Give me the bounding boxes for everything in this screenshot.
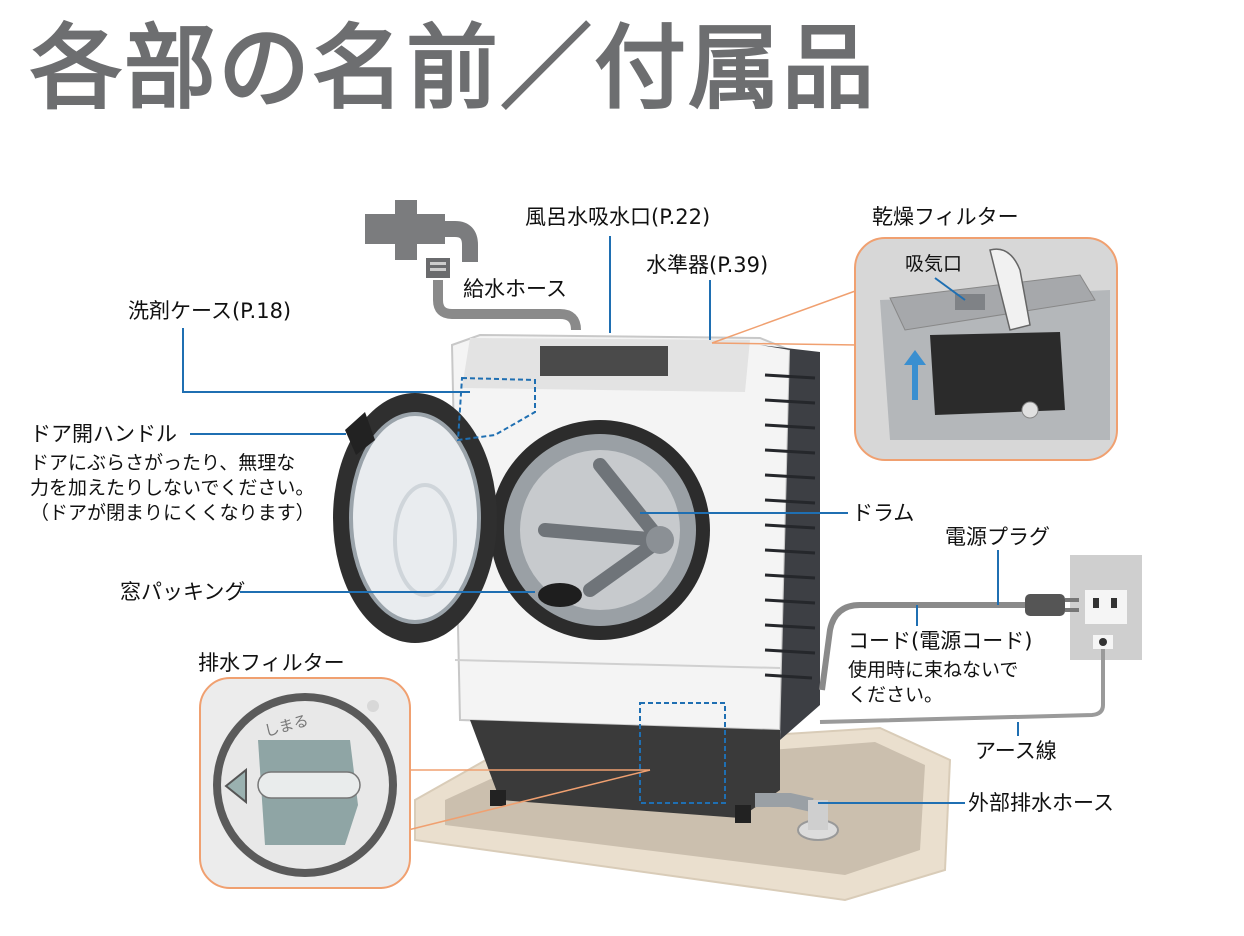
door-note-line2: 力を加えたりしないでください。 xyxy=(30,477,315,499)
leader-lines xyxy=(182,236,1019,804)
label-dryer-filter: 乾燥フィルター xyxy=(872,205,1019,229)
intake-label: 吸気口 xyxy=(905,253,962,275)
label-drain-filter: 排水フィルター xyxy=(198,651,345,675)
label-drum: ドラム xyxy=(852,501,915,525)
door-note-line1: ドアにぶらさがったり、無理な xyxy=(30,452,296,474)
door xyxy=(333,393,497,643)
drum xyxy=(490,420,710,640)
power-plug-icon xyxy=(1025,594,1079,616)
faucet-icon xyxy=(365,200,478,278)
label-bath-water-intake: 風呂水吸水口(P.22) xyxy=(525,205,711,229)
cord-note-line2: ください。 xyxy=(848,684,944,706)
label-level-gauge: 水準器(P.39) xyxy=(646,253,769,277)
label-water-supply-hose: 給水ホース xyxy=(463,277,567,301)
door-handle xyxy=(345,412,375,455)
power-cord xyxy=(819,602,1025,691)
label-external-drain-hose: 外部排水ホース xyxy=(968,791,1114,815)
drain-hose xyxy=(755,793,839,841)
cord-note-line1: 使用時に束ねないで xyxy=(848,659,1019,681)
power-outlet xyxy=(1070,555,1142,660)
label-window-packing: 窓パッキング xyxy=(120,580,246,604)
dryer-filter-callout: 吸気口 xyxy=(854,237,1118,461)
earth-wire xyxy=(819,649,1105,724)
callout-connectors xyxy=(407,289,859,831)
label-door-handle: ドア開ハンドル xyxy=(30,422,177,446)
label-detergent-case: 洗剤ケース(P.18) xyxy=(128,299,292,323)
label-earth-wire: アース線 xyxy=(975,739,1057,763)
label-power-plug: 電源プラグ xyxy=(945,525,1050,549)
door-note-line3: （ドアが閉まりにくくなります） xyxy=(30,502,315,524)
water-supply-hose xyxy=(433,280,581,331)
drain-filter-marker xyxy=(639,702,726,804)
page-title: 各部の名前／付属品 xyxy=(30,15,877,122)
drain-filter-callout: しまる xyxy=(199,677,411,889)
detergent-case-marker xyxy=(456,376,536,442)
label-cord: コード(電源コード) xyxy=(848,629,1033,653)
